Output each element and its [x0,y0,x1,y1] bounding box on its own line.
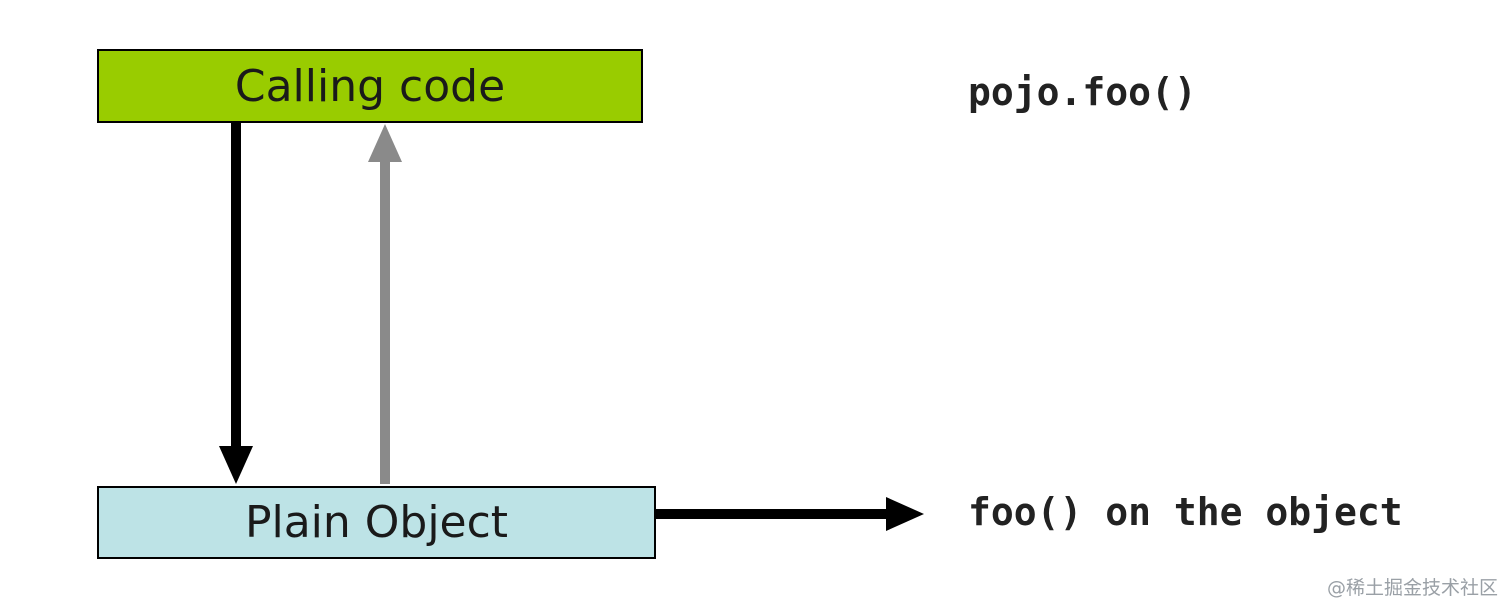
plain-object-label: Plain Object [244,497,509,548]
outgoing-arrow [656,497,924,531]
plain-object-box: Plain Object [97,486,656,559]
return-arrow [368,124,402,484]
calling-code-label: Calling code [234,60,506,112]
result-code-text: foo() on the object [968,490,1403,534]
watermark: @稀土掘金技术社区 [1326,577,1498,599]
calling-code-box: Calling code [97,49,643,123]
call-arrow [219,123,253,484]
call-code-text: pojo.foo() [968,70,1197,114]
